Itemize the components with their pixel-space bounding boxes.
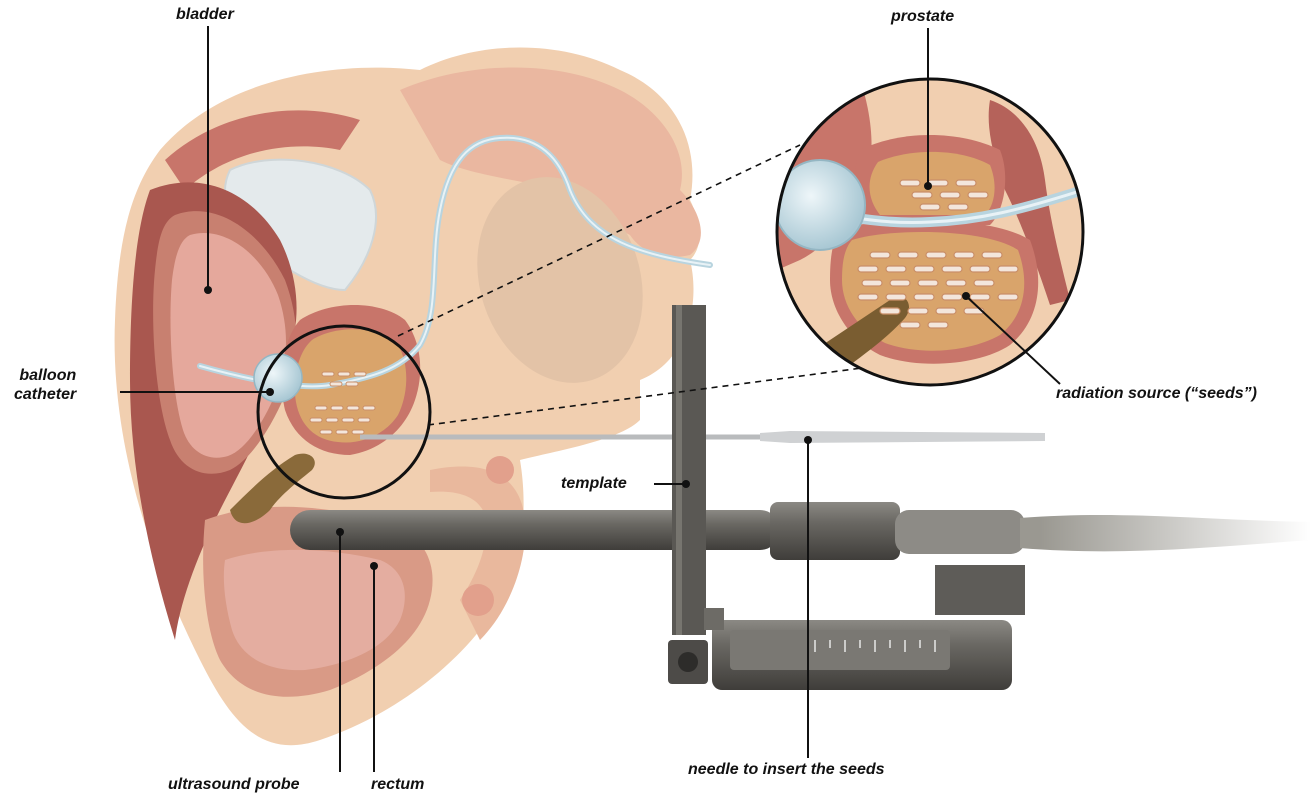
tissue-node	[486, 456, 514, 484]
stepper-mount	[935, 565, 1025, 615]
label-prostate: prostate	[891, 7, 954, 26]
label-needle: needle to insert the seeds	[688, 760, 885, 779]
tissue-node	[462, 584, 494, 616]
label-ultrasound-probe: ultrasound probe	[168, 775, 300, 794]
template-bracket	[704, 608, 724, 630]
probe-housing	[770, 502, 900, 560]
template-knob	[678, 652, 698, 672]
stepper-scale	[730, 630, 950, 670]
label-rectum: rectum	[371, 775, 424, 794]
label-balloon-catheter: balloon catheter	[14, 366, 76, 404]
label-balloon-catheter-line2: catheter	[14, 385, 76, 404]
label-radiation-source: radiation source (“seeds”)	[1056, 384, 1257, 403]
label-bladder: bladder	[176, 5, 234, 24]
template-highlight	[676, 305, 682, 635]
label-balloon-catheter-line1: balloon	[14, 366, 76, 385]
probe-grip	[895, 510, 1025, 554]
label-template: template	[561, 474, 627, 493]
ultrasound-probe	[290, 510, 780, 550]
anatomy-cross-section	[115, 48, 710, 746]
fade-overlay	[1040, 480, 1311, 740]
needle-hub	[760, 431, 1045, 443]
